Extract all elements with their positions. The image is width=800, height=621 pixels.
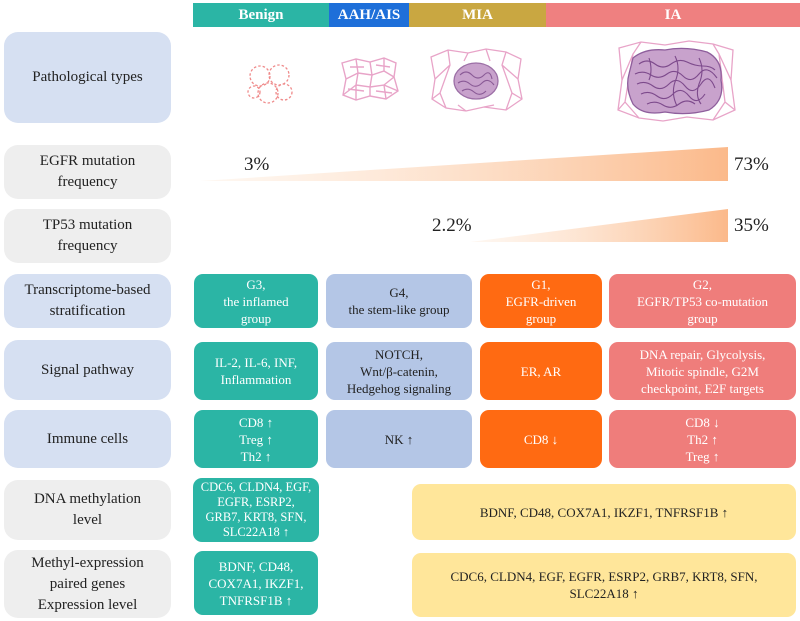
benign-cell-cluster-icon	[247, 64, 293, 104]
dna-methylation-benign: CDC6, CLDN4, EGF, EGFR, ESRP2, GRB7, KRT…	[193, 478, 319, 542]
transcriptome-g2: G2, EGFR/TP53 co-mutation group	[609, 274, 796, 328]
aah-tissue-icon	[341, 57, 399, 101]
signal-g4: NOTCH, Wnt/β-catenin, Hedgehog signaling	[326, 342, 472, 400]
row-label-immune-cells: Immune cells	[4, 410, 171, 468]
row-label-egfr: EGFR mutation frequency	[4, 145, 171, 199]
immune-g3: CD8 ↑ Treg ↑ Th2 ↑	[194, 410, 318, 468]
row-label-text: Signal pathway	[41, 361, 134, 378]
transcriptome-g4: G4, the stem-like group	[326, 274, 472, 328]
header-mia-label: MIA	[462, 6, 493, 23]
immune-g4: NK ↑	[326, 410, 472, 468]
signal-g1: ER, AR	[480, 342, 602, 400]
header-benign-label: Benign	[238, 6, 284, 23]
header-ia: IA	[546, 3, 800, 27]
tp53-gradient-wedge	[470, 209, 728, 242]
tp53-end-value: 35%	[734, 215, 769, 236]
signal-g2: DNA repair, Glycolysis, Mitotic spindle,…	[609, 342, 796, 400]
row-label-signal-pathway: Signal pathway	[4, 340, 171, 400]
row-label-text: Immune cells	[46, 430, 129, 447]
row-label-dna-methylation: DNA methylation level	[4, 480, 171, 540]
row-label-text: TP53 mutation frequency	[42, 217, 133, 254]
row-label-transcriptome: Transcriptome-based stratification	[4, 274, 171, 328]
row-label-text: Methyl-expression paired genes Expressio…	[31, 554, 144, 613]
row-label-text: EGFR mutation frequency	[39, 153, 136, 190]
ia-tumor-icon	[617, 40, 736, 122]
row-label-text: DNA methylation level	[33, 491, 142, 528]
row-label-text: Pathological types	[32, 69, 143, 85]
row-label-pathological-types: Pathological types	[4, 32, 171, 123]
transcriptome-g1: G1, EGFR-driven group	[480, 274, 602, 328]
immune-g1: CD8 ↓	[480, 410, 602, 468]
signal-g3: IL-2, IL-6, INF, Inflammation	[194, 342, 318, 400]
methyl-expression-ia: CDC6, CLDN4, EGF, EGFR, ESRP2, GRB7, KRT…	[412, 553, 796, 617]
header-aah-label: AAH/AIS	[337, 6, 401, 23]
tp53-start-value: 2.2%	[432, 215, 472, 236]
row-label-tp53: TP53 mutation frequency	[4, 209, 171, 263]
methyl-expression-benign: BDNF, CD48, COX7A1, IKZF1, TNFRSF1B ↑	[194, 551, 318, 615]
transcriptome-g3: G3, the inflamed group	[194, 274, 318, 328]
immune-g2: CD8 ↓ Th2 ↑ Treg ↑	[609, 410, 796, 468]
dna-methylation-ia: BDNF, CD48, COX7A1, IKZF1, TNFRSF1B ↑	[412, 484, 796, 540]
header-ia-label: IA	[664, 6, 682, 23]
egfr-end-value: 73%	[734, 154, 769, 175]
header-mia: MIA	[409, 3, 546, 27]
egfr-start-value: 3%	[244, 154, 270, 175]
header-aah-ais: AAH/AIS	[329, 3, 409, 27]
row-label-methyl-expression: Methyl-expression paired genes Expressio…	[4, 550, 171, 618]
mia-tissue-icon	[430, 48, 523, 112]
header-benign: Benign	[193, 3, 329, 27]
row-label-text: Transcriptome-based stratification	[24, 282, 151, 319]
egfr-gradient-wedge	[200, 147, 728, 181]
